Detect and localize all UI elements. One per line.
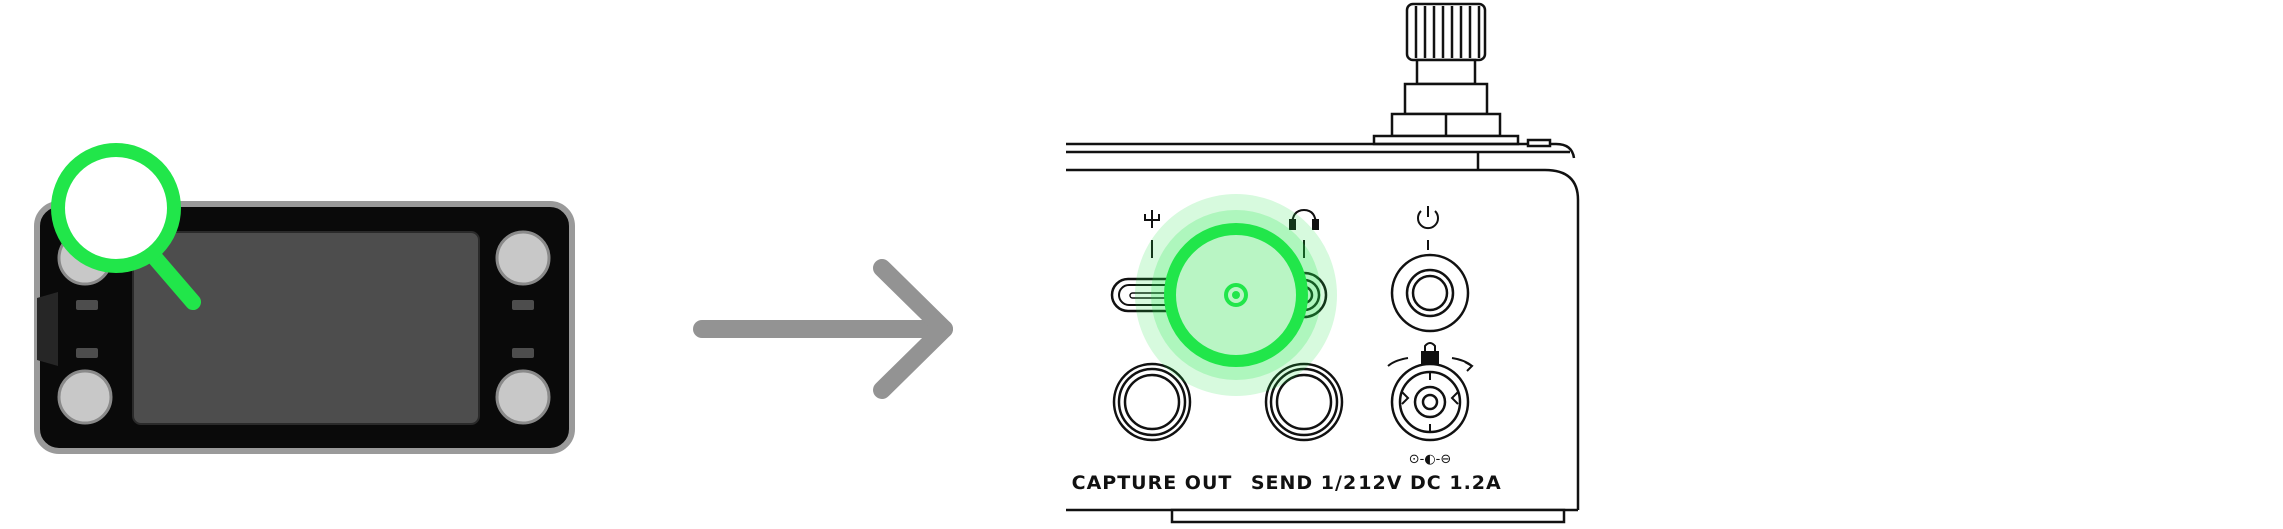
device-led (76, 300, 98, 310)
send-label: SEND 1/2 (1251, 472, 1357, 494)
power-spec-label: 12V DC 1.2A (1358, 472, 1501, 494)
device-button-top-right (495, 230, 551, 286)
magnifier-icon (51, 143, 201, 310)
dc-power-jack (1390, 362, 1470, 442)
power-button (1390, 253, 1470, 333)
enclosure-outline (1066, 138, 1580, 524)
send-jack (1264, 362, 1344, 442)
headphones-icon (1289, 208, 1319, 258)
power-icon (1417, 206, 1439, 250)
footswitch-knob (1372, 2, 1520, 146)
right-arrow-icon (693, 259, 953, 399)
device-button-bottom-right (495, 369, 551, 425)
device-screen (132, 231, 480, 425)
device-led (76, 348, 98, 358)
device-rear-panel (1066, 2, 1580, 524)
device-button-bottom-left (57, 369, 113, 425)
capture-out-jack (1112, 362, 1192, 442)
lock-icon (1387, 342, 1474, 372)
device-led (512, 348, 534, 358)
capture-out-label: CAPTURE OUT (1072, 472, 1233, 494)
jack-highlight (1135, 194, 1337, 396)
polarity-symbol: ⊙-◐-⊖ (1409, 452, 1452, 467)
usb-icon (1144, 210, 1160, 258)
device-side-notch (37, 292, 58, 366)
device-led (512, 300, 534, 310)
